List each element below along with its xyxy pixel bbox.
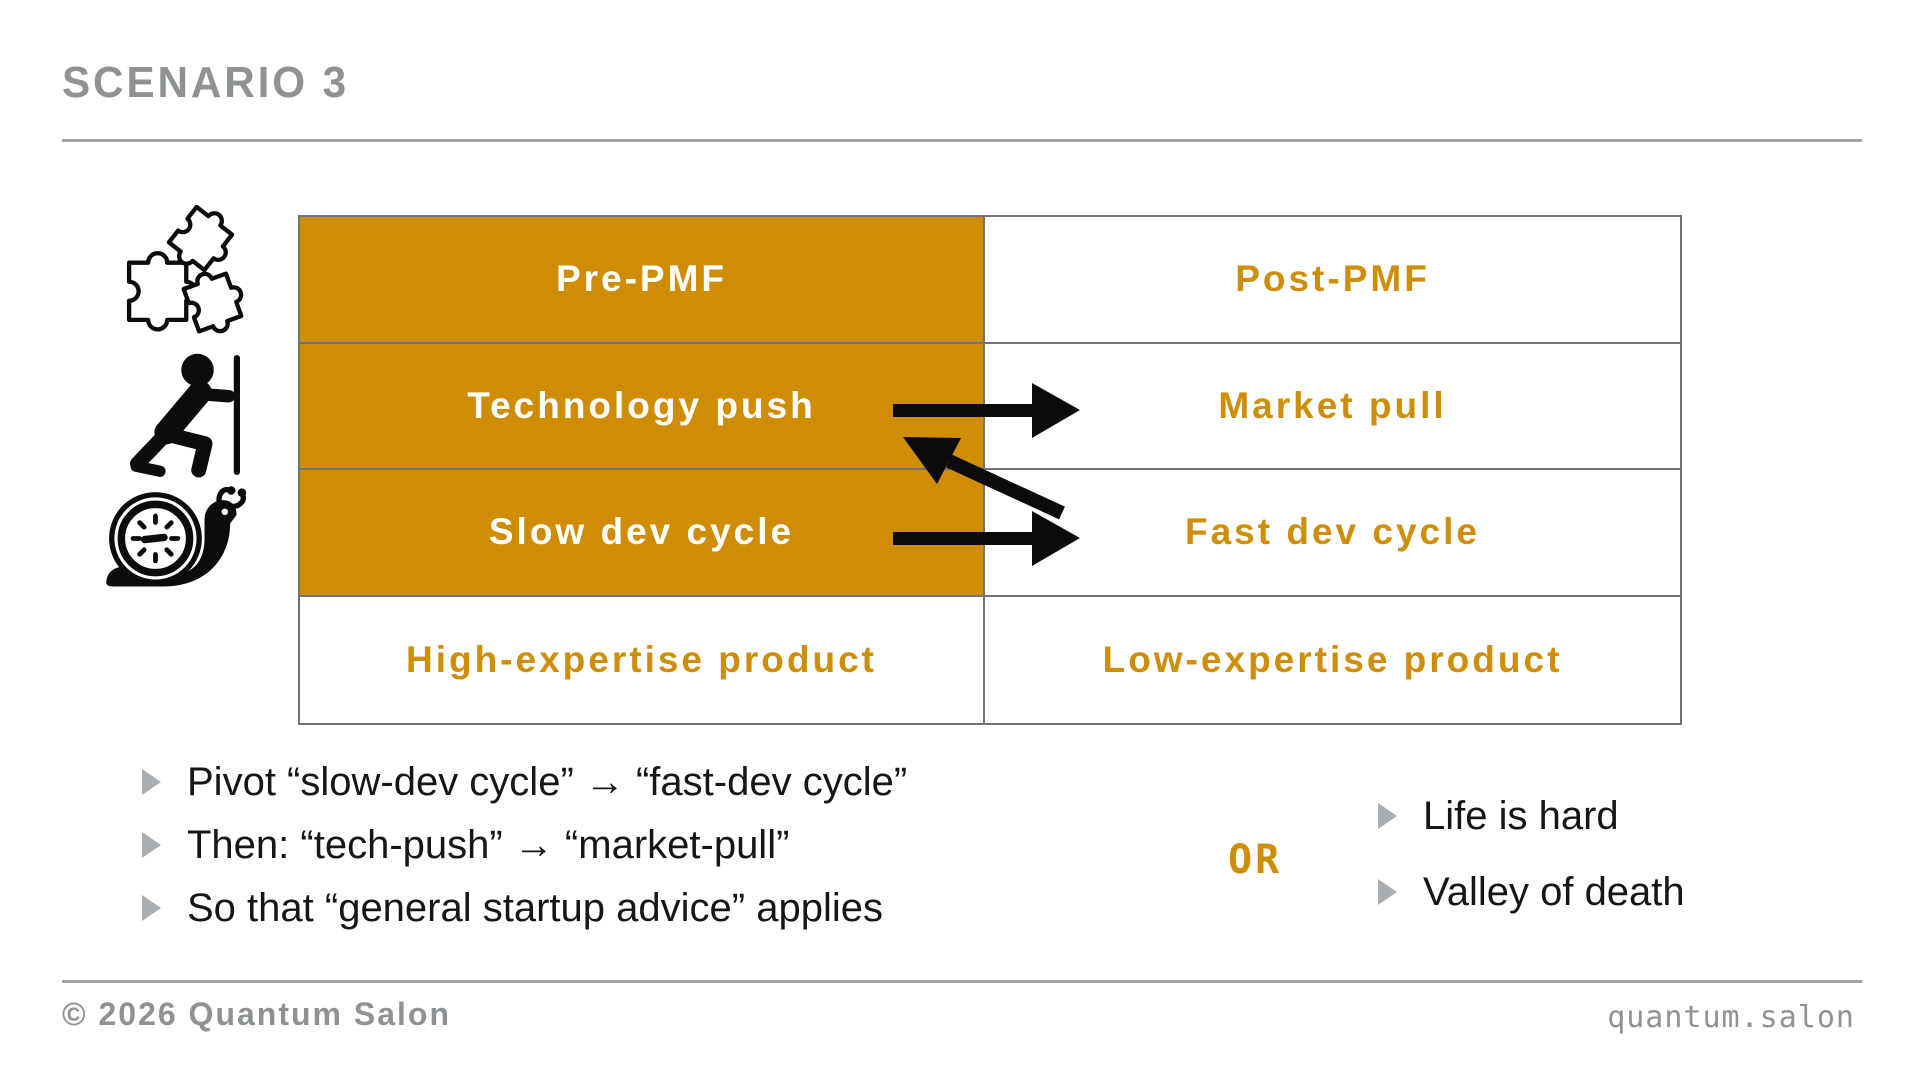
bullet-text: Pivot “slow-dev cycle” → “fast-dev cycle… bbox=[187, 760, 908, 804]
triangle-right-icon bbox=[142, 895, 161, 921]
triangle-right-icon bbox=[1378, 879, 1397, 905]
list-item: Valley of death bbox=[1378, 868, 1685, 916]
cell-slow-dev-cycle: Slow dev cycle bbox=[300, 470, 985, 597]
footer-site-url: quantum.salon bbox=[1607, 1000, 1855, 1035]
page-title: SCENARIO 3 bbox=[62, 58, 349, 107]
bullet-text: Life is hard bbox=[1423, 794, 1619, 838]
or-label: OR bbox=[1228, 837, 1283, 883]
pmf-comparison-table: Pre-PMF Post-PMF Technology push Market … bbox=[298, 215, 1682, 725]
cell-fast-dev-cycle: Fast dev cycle bbox=[985, 470, 1680, 597]
cell-pre-pmf: Pre-PMF bbox=[300, 217, 985, 344]
triangle-right-icon bbox=[142, 832, 161, 858]
cell-post-pmf: Post-PMF bbox=[985, 217, 1680, 344]
triangle-right-icon bbox=[1378, 803, 1397, 829]
person-pushing-wall-icon bbox=[130, 353, 240, 478]
bullet-text: Valley of death bbox=[1423, 870, 1685, 914]
cell-market-pull: Market pull bbox=[985, 343, 1680, 470]
title-divider bbox=[62, 139, 1862, 142]
triangle-right-icon bbox=[142, 769, 161, 795]
pivot-bullet-list: Pivot “slow-dev cycle” → “fast-dev cycle… bbox=[142, 758, 907, 932]
list-item: Pivot “slow-dev cycle” → “fast-dev cycle… bbox=[142, 758, 907, 806]
list-item: So that “general startup advice” applies bbox=[142, 884, 907, 932]
list-item: Then: “tech-push” → “market-pull” bbox=[142, 821, 907, 869]
bullet-text: Then: “tech-push” → “market-pull” bbox=[187, 823, 790, 867]
outcome-bullet-list: Life is hard Valley of death bbox=[1378, 792, 1685, 916]
cell-technology-push: Technology push bbox=[300, 343, 985, 470]
footer-copyright: © 2026 Quantum Salon bbox=[62, 996, 451, 1032]
cell-high-expertise-product: High-expertise product bbox=[300, 596, 985, 723]
snail-speedometer-icon bbox=[106, 486, 247, 587]
list-item: Life is hard bbox=[1378, 792, 1685, 840]
bullet-text: So that “general startup advice” applies bbox=[187, 886, 883, 930]
footer-divider bbox=[62, 980, 1862, 983]
puzzle-pieces-icon bbox=[105, 205, 265, 345]
cell-low-expertise-product: Low-expertise product bbox=[985, 596, 1680, 723]
